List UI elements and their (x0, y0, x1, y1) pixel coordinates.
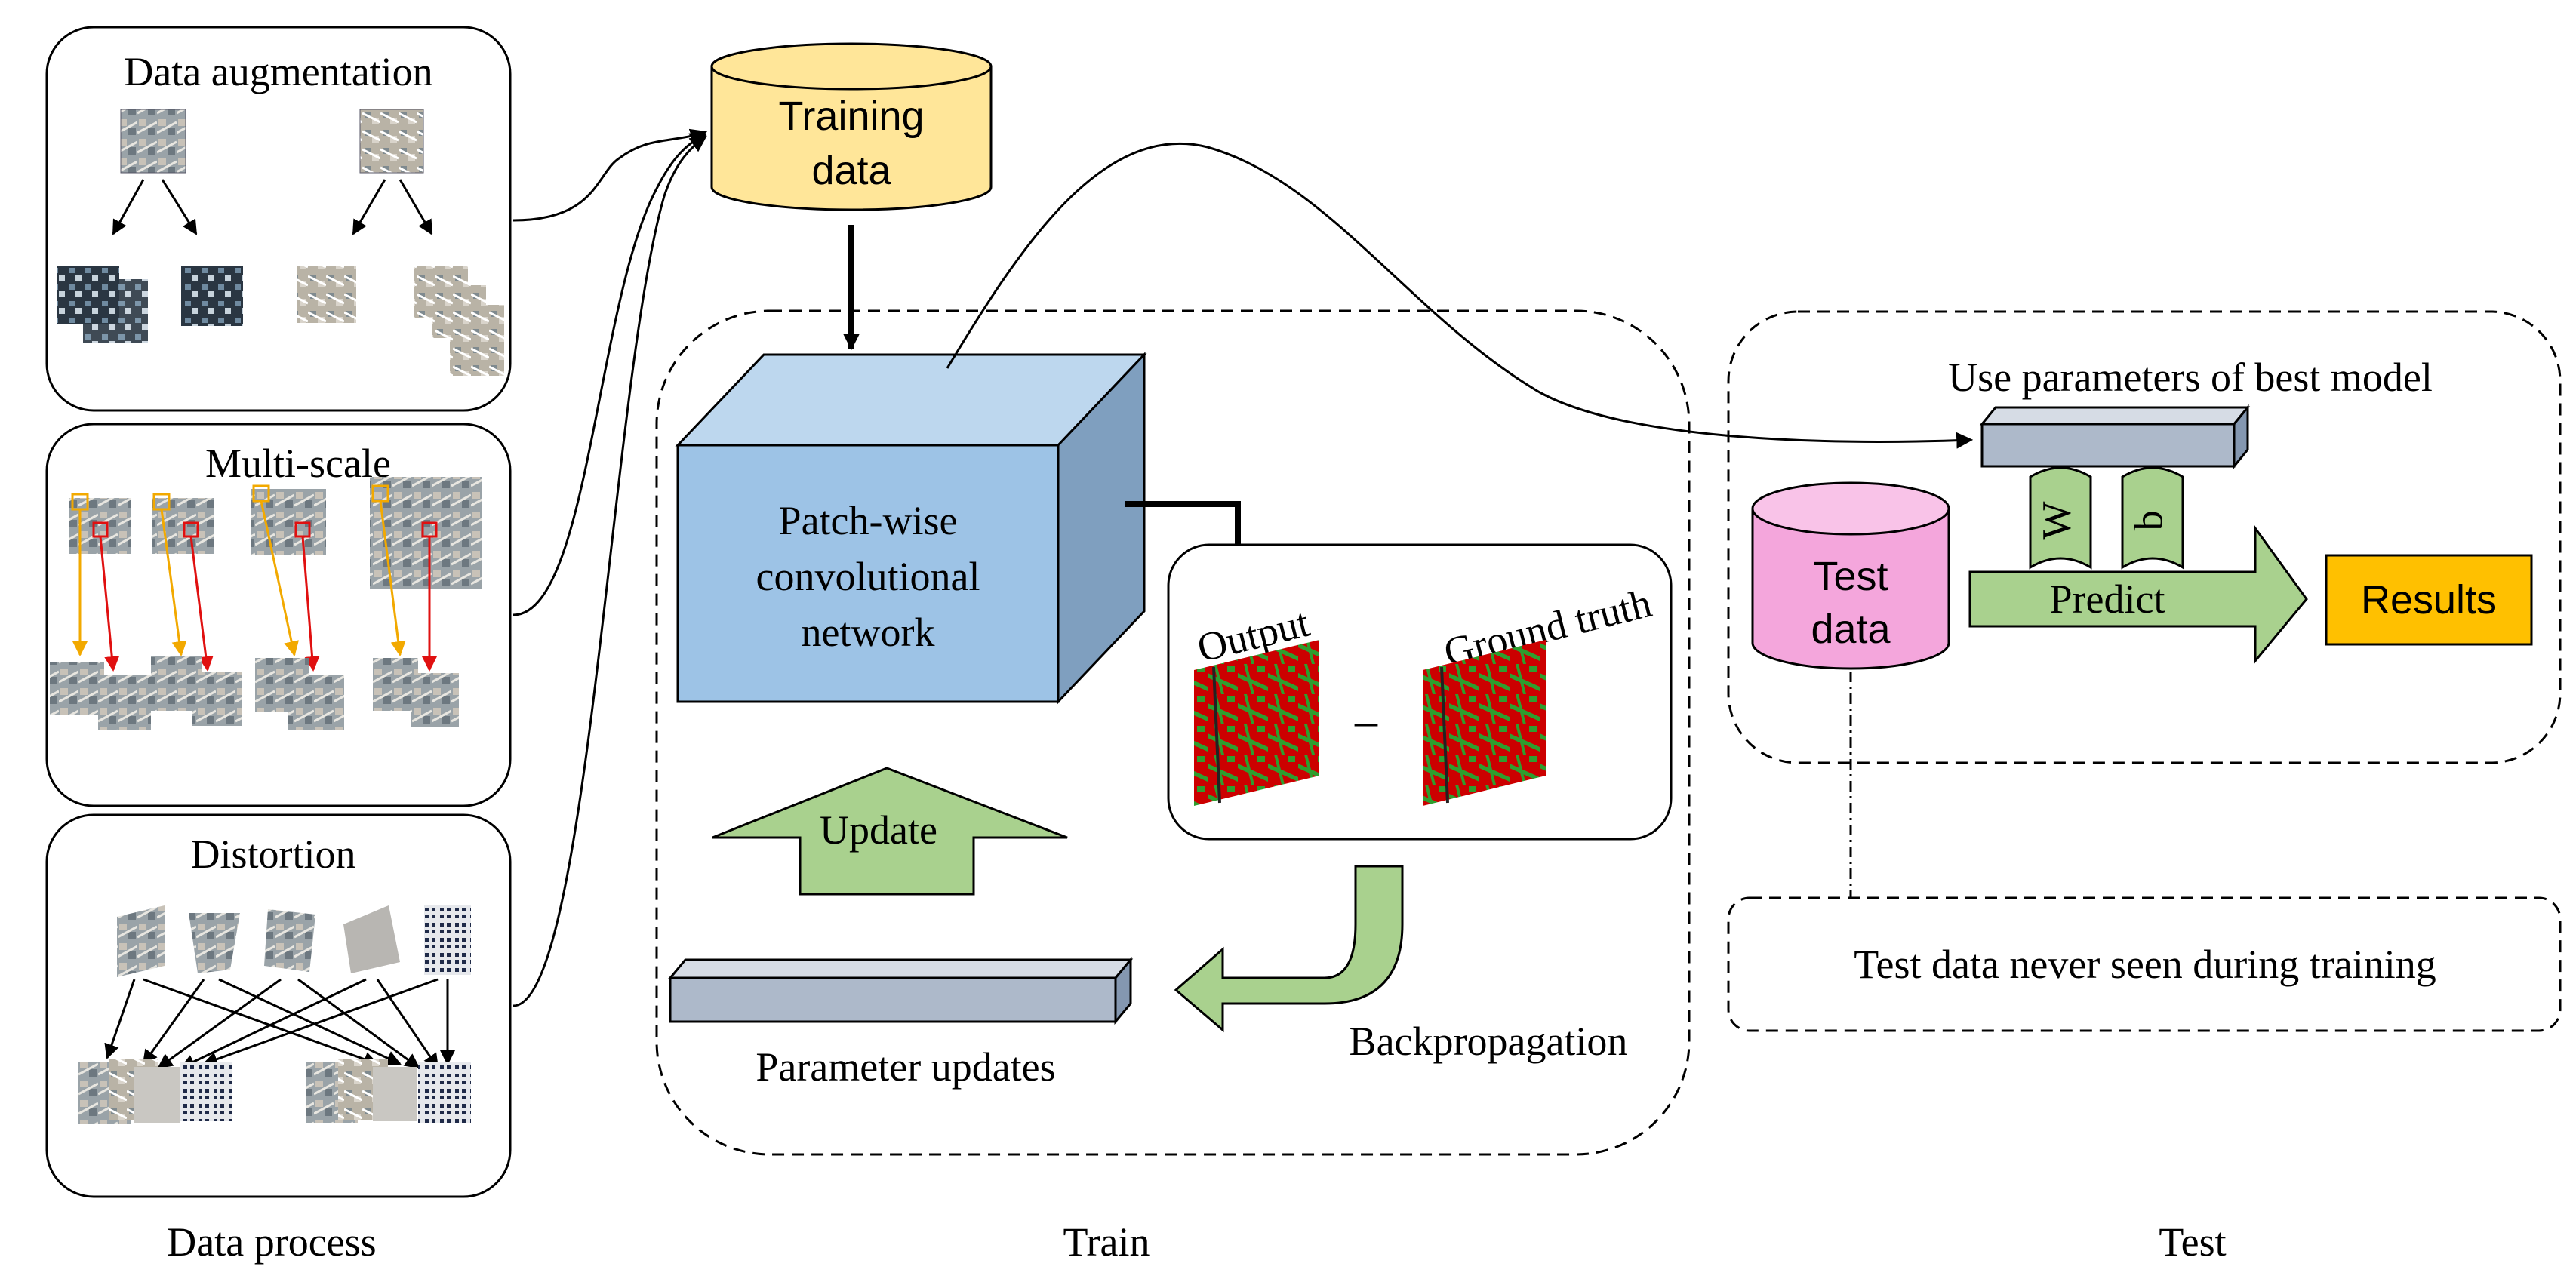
results-label: Results (2361, 577, 2497, 622)
output-mask (1194, 640, 1319, 806)
predict-label: Predict (2050, 576, 2165, 622)
weight-w-label: W (2033, 501, 2079, 539)
weight-w-tag: W (2029, 466, 2092, 570)
section-label-train: Train (1063, 1219, 1150, 1265)
multi-scale-panel: Multi-scale (45, 423, 512, 807)
output-comparison-box: Output Ground truth – (1167, 543, 1673, 841)
test-data-label-line2: data (1811, 607, 1891, 652)
distortion-panel: Distortion (45, 813, 512, 1198)
weight-b-label: b (2125, 511, 2171, 531)
augmentation-thumbnails (57, 109, 504, 376)
update-label: Update (820, 807, 937, 853)
results-box: Results (2325, 554, 2533, 646)
data-augmentation-panel: Data augmentation (45, 26, 512, 412)
backpropagation-arrow: Backpropagation (1174, 865, 1628, 1064)
network-label-line2: convolutional (756, 554, 980, 599)
data-augmentation-title: Data augmentation (124, 49, 432, 94)
distortion-title: Distortion (190, 832, 355, 877)
parameter-updates-label: Parameter updates (756, 1044, 1055, 1090)
network-cube: Patch-wise convolutional network (675, 352, 1147, 705)
training-data-cylinder: Training data (710, 42, 993, 211)
ground-truth-mask (1423, 640, 1546, 806)
test-data-label-line1: Test (1813, 554, 1888, 599)
note-label: Test data never seen during training (1854, 942, 2436, 987)
training-data-label-line1: Training (778, 94, 924, 139)
minus-sign: – (1354, 696, 1378, 745)
train-region (655, 309, 1691, 1156)
test-data-cylinder: Test data (1751, 481, 1950, 670)
training-data-label-line2: data (811, 148, 891, 193)
test-region (1727, 310, 2562, 764)
weight-b-tag: b (2121, 466, 2184, 570)
update-arrow: Update (712, 767, 1068, 896)
network-label-line3: network (802, 610, 935, 655)
best-model-curve (946, 142, 1974, 449)
distortion-thumbnails (78, 905, 471, 1124)
best-model-label: Use parameters of best model (1948, 355, 2433, 400)
predict-arrow: Predict (1968, 524, 2308, 665)
best-model-bar (1979, 404, 2251, 470)
network-label-line1: Patch-wise (779, 498, 958, 543)
section-label-data-process: Data process (167, 1219, 376, 1265)
multi-scale-thumbnails (50, 477, 482, 730)
backpropagation-label: Backpropagation (1350, 1019, 1628, 1064)
panel-to-training-curves (512, 128, 708, 1007)
multi-scale-title: Multi-scale (205, 441, 391, 486)
note-box: Test data never seen during training (1727, 896, 2562, 1032)
section-label-test: Test (2159, 1219, 2226, 1265)
parameter-updates-bar: Parameter updates (667, 956, 1134, 1090)
